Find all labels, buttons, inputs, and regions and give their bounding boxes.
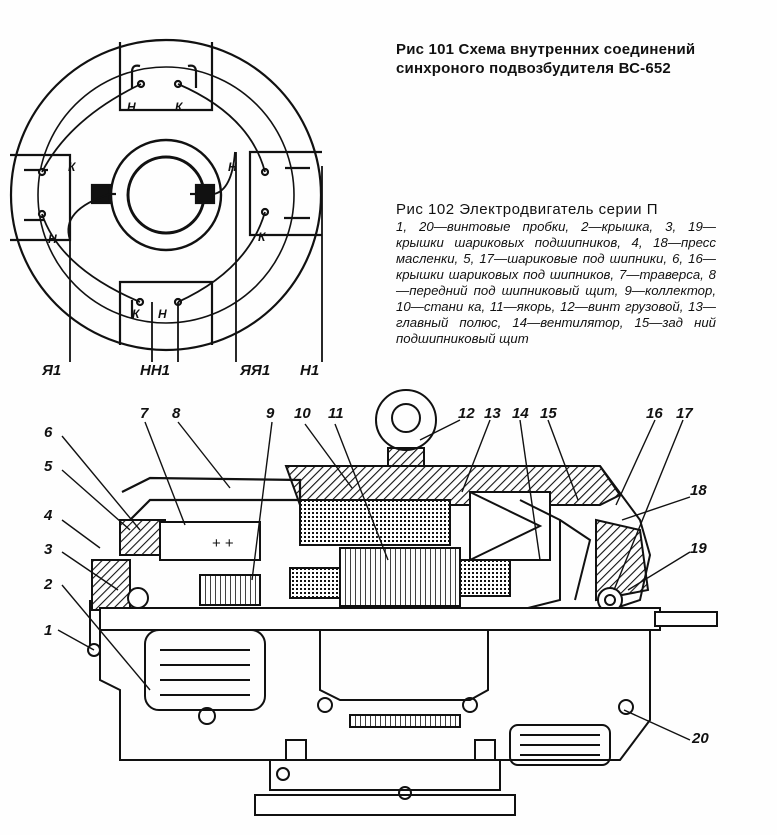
coil-label-right-bottom: К xyxy=(258,230,266,244)
stator-outer-ring xyxy=(9,38,323,352)
svg-text:+ +: + + xyxy=(212,535,234,552)
leader-5 xyxy=(61,469,131,531)
leader-3 xyxy=(61,551,119,591)
fig101-caption: Рис 101 Схема внутренних соединений синх… xyxy=(396,40,726,78)
coil-label-right-top: Н xyxy=(228,160,237,174)
leader-7 xyxy=(144,421,186,526)
terminal-label-ya1: Я1 xyxy=(42,362,62,379)
pole-left xyxy=(10,153,72,242)
callout-14: 14 xyxy=(512,405,529,422)
lifting-eye-outer xyxy=(375,389,437,451)
callout-17: 17 xyxy=(676,405,693,422)
fig102-caption: Рис 102 Электродвигатель серии П 1, 20—в… xyxy=(396,202,716,347)
leader-18 xyxy=(621,496,691,521)
callout-19: 19 xyxy=(690,540,707,557)
leader-10 xyxy=(304,423,353,489)
callout-4: 4 xyxy=(44,507,53,524)
coil-label-left-bottom: Н xyxy=(48,232,57,246)
leader-11 xyxy=(334,423,389,561)
coil-label-left-top: К xyxy=(68,160,76,174)
callout-10: 10 xyxy=(294,405,311,422)
leader-2 xyxy=(61,584,151,691)
leader-9 xyxy=(251,421,273,581)
leader-17 xyxy=(613,419,684,591)
leader-20 xyxy=(623,709,691,741)
callout-13: 13 xyxy=(484,405,501,422)
coil-label-top-left: Н xyxy=(127,100,136,114)
pole-top xyxy=(118,42,214,112)
leader-16 xyxy=(615,419,656,506)
terminal-label-n1: Н1 xyxy=(300,362,320,379)
coil-label-top-right: К xyxy=(175,100,183,114)
leader-1 xyxy=(57,629,95,651)
leader-6 xyxy=(61,435,141,531)
callout-12: 12 xyxy=(458,405,475,422)
fig101-caption-line2: синхроного подвозбудителя ВС-652 xyxy=(396,60,671,77)
leader-15 xyxy=(547,419,579,501)
coil-label-bottom-left: К xyxy=(132,307,140,321)
leader-4 xyxy=(61,519,101,549)
stator-inner-ring xyxy=(37,66,295,324)
callout-11: 11 xyxy=(328,405,344,422)
fig102-caption-body: 1, 20—винтовые пробки, 2—крышка, 3, 19—к… xyxy=(396,219,716,346)
callout-9: 9 xyxy=(266,405,275,422)
motor-shaft xyxy=(99,607,661,631)
callout-2: 2 xyxy=(44,576,53,593)
callout-1: 1 xyxy=(44,622,53,639)
pole-bottom xyxy=(118,280,214,345)
coil-label-bottom-right: Н xyxy=(158,307,167,321)
fig101-caption-line1: Рис 101 Схема внутренних соединений xyxy=(396,41,696,58)
callout-5: 5 xyxy=(44,458,53,475)
callout-18: 18 xyxy=(690,482,707,499)
leader-8 xyxy=(177,421,231,489)
callout-20: 20 xyxy=(692,730,709,747)
callout-8: 8 xyxy=(172,405,181,422)
callout-16: 16 xyxy=(646,405,663,422)
leader-19 xyxy=(627,551,691,591)
callout-6: 6 xyxy=(44,424,53,441)
terminal-label-nn1: НН1 xyxy=(140,362,171,379)
callout-3: 3 xyxy=(44,541,53,558)
leader-12 xyxy=(419,419,461,441)
lifting-eye-inner xyxy=(391,403,421,433)
terminal-label-yaya1: ЯЯ1 xyxy=(240,362,271,379)
pole-right xyxy=(248,150,322,237)
leader-14 xyxy=(519,419,541,561)
callout-7: 7 xyxy=(140,405,149,422)
leader-13 xyxy=(461,419,491,493)
fig102-caption-head: Рис 102 Электродвигатель серии П xyxy=(396,201,659,218)
callout-15: 15 xyxy=(540,405,557,422)
